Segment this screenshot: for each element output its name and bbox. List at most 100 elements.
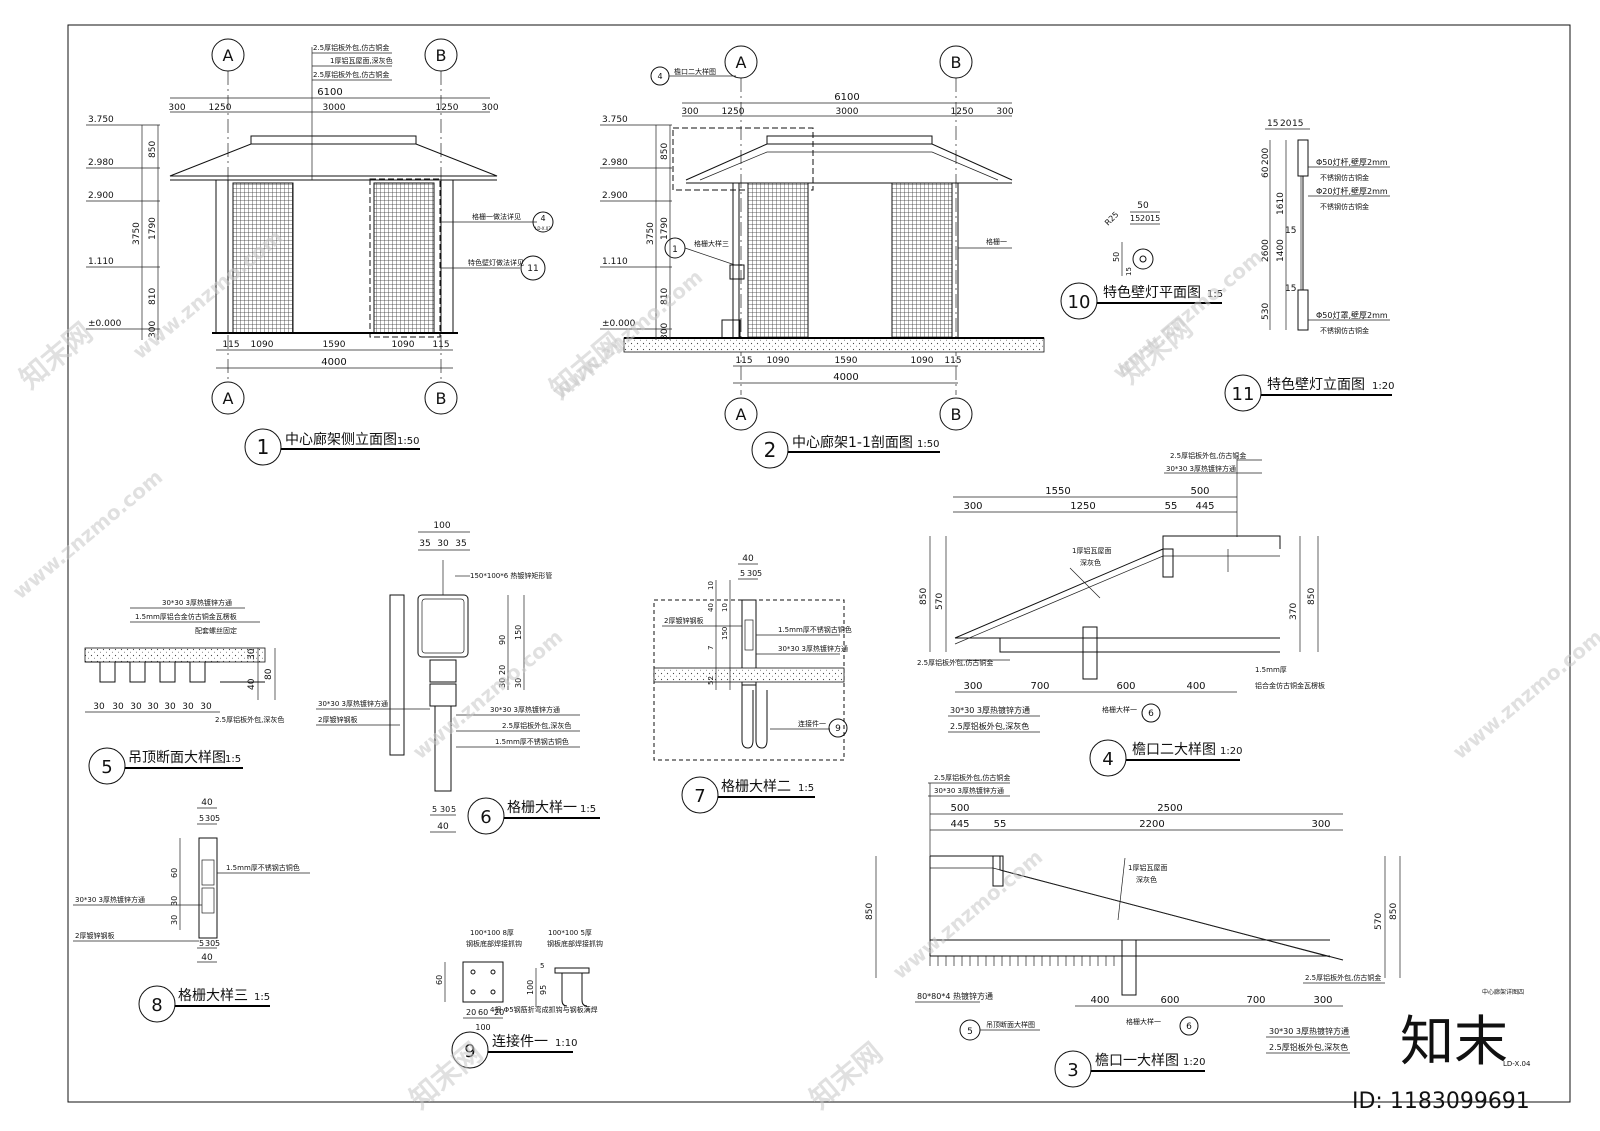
svg-text:2.5厚铝板外包,仿古铜金: 2.5厚铝板外包,仿古铜金	[917, 658, 993, 667]
svg-text:850: 850	[865, 903, 875, 920]
svg-text:115: 115	[944, 356, 961, 366]
ceiling-ribs	[929, 956, 1115, 966]
svg-text:850: 850	[919, 588, 929, 605]
svg-text:2500: 2500	[1157, 803, 1182, 814]
svg-text:Φ50灯罩,壁厚2mm: Φ50灯罩,壁厚2mm	[1316, 310, 1388, 320]
svg-text:1:5: 1:5	[225, 754, 241, 765]
svg-text:www.znzmo.com: www.znzmo.com	[8, 465, 167, 604]
svg-text:±0.000: ±0.000	[88, 319, 122, 329]
svg-text:1790: 1790	[660, 217, 670, 240]
svg-text:连接件一: 连接件一	[798, 719, 826, 728]
svg-text:2厚镀锌钢板: 2厚镀锌钢板	[75, 931, 114, 940]
svg-text:5: 5	[199, 939, 204, 948]
svg-text:11: 11	[527, 264, 538, 274]
svg-text:40: 40	[201, 798, 213, 808]
drawing-4-title: 檐口二大样图	[1132, 742, 1216, 758]
svg-text:300: 300	[1311, 819, 1330, 830]
svg-text:850: 850	[660, 143, 670, 160]
svg-text:知末网: 知末网	[13, 316, 99, 395]
svg-text:700: 700	[1030, 681, 1049, 692]
svg-text:55: 55	[994, 819, 1007, 830]
svg-text:30: 30	[130, 702, 142, 712]
svg-text:5: 5	[215, 814, 220, 823]
svg-text:A: A	[736, 53, 747, 72]
svg-text:1550: 1550	[1045, 486, 1070, 497]
svg-text:115: 115	[432, 340, 449, 350]
axis-b-bubble-bottom	[424, 381, 458, 415]
svg-text:400: 400	[1090, 995, 1109, 1006]
svg-text:1590: 1590	[323, 340, 346, 350]
svg-text:2.5厚铝板外包,仿古铜金: 2.5厚铝板外包,仿古铜金	[934, 773, 1010, 782]
svg-text:B: B	[436, 389, 447, 408]
svg-text:2.5厚铝板外包,深灰色: 2.5厚铝板外包,深灰色	[1269, 1042, 1348, 1052]
svg-text:30: 30	[170, 915, 179, 925]
svg-text:配套螺丝固定: 配套螺丝固定	[195, 626, 237, 635]
svg-text:30*30 3厚热镀锌方通: 30*30 3厚热镀锌方通	[1166, 464, 1236, 473]
svg-text:2: 2	[764, 438, 777, 462]
svg-text:1.110: 1.110	[602, 257, 628, 267]
svg-text:95: 95	[539, 985, 548, 995]
svg-text:60: 60	[478, 1008, 488, 1017]
svg-text:4根 Φ5钢筋折弯成抓钩与钢板满焊: 4根 Φ5钢筋折弯成抓钩与钢板满焊	[490, 1005, 598, 1014]
svg-text:600: 600	[1160, 995, 1179, 1006]
svg-text:600: 600	[1116, 681, 1135, 692]
svg-text:1090: 1090	[251, 340, 274, 350]
svg-text:1610: 1610	[1276, 192, 1286, 215]
svg-text:30: 30	[170, 896, 179, 906]
svg-text:1250: 1250	[209, 103, 232, 113]
svg-text:1250: 1250	[951, 107, 974, 117]
svg-text:1400: 1400	[1276, 239, 1286, 262]
svg-text:www.znzmo.com: www.znzmo.com	[888, 845, 1047, 984]
svg-text:100*100 8厚: 100*100 8厚	[470, 929, 514, 937]
svg-text:4: 4	[1102, 749, 1113, 770]
svg-text:30: 30	[93, 702, 105, 712]
svg-text:4000: 4000	[321, 357, 346, 368]
svg-text:深灰色: 深灰色	[1080, 558, 1101, 567]
eave-detail-3: 2.5厚铝板外包,仿古铜金 30*30 3厚热镀锌方通 500 2500 445…	[865, 773, 1401, 1088]
sheet-number: LD-X.04	[1503, 1060, 1531, 1068]
svg-text:2厚镀锌钢板: 2厚镀锌钢板	[318, 715, 357, 724]
svg-text:150: 150	[514, 625, 523, 640]
drawing-3-title: 檐口一大样图	[1095, 1053, 1179, 1069]
svg-text:30: 30	[747, 569, 757, 578]
svg-text:15: 15	[1292, 119, 1303, 129]
svg-text:特色壁灯做法详见: 特色壁灯做法详见	[468, 258, 524, 267]
svg-text:1.5mm厚铝合金仿古铜金瓦楞板: 1.5mm厚铝合金仿古铜金瓦楞板	[135, 612, 237, 621]
svg-text:4000: 4000	[833, 372, 858, 383]
svg-text:格栅一做法详见: 格栅一做法详见	[472, 212, 521, 221]
svg-text:30*30 3厚热镀锌方通: 30*30 3厚热镀锌方通	[1269, 1026, 1349, 1036]
svg-text:4: 4	[657, 72, 662, 81]
svg-text:2.5厚铝板外包,仿古铜金: 2.5厚铝板外包,仿古铜金	[313, 70, 389, 79]
svg-text:9: 9	[835, 724, 841, 734]
svg-text:5: 5	[757, 569, 762, 578]
svg-text:2200: 2200	[1139, 819, 1164, 830]
svg-text:115: 115	[222, 340, 239, 350]
svg-text:50: 50	[1112, 252, 1121, 262]
svg-text:B: B	[951, 53, 962, 72]
svg-text:1590: 1590	[835, 356, 858, 366]
svg-text:2.5厚铝板外包,深灰色: 2.5厚铝板外包,深灰色	[215, 715, 284, 724]
svg-text:7: 7	[694, 786, 705, 807]
svg-text:3.750: 3.750	[88, 115, 114, 125]
svg-text:700: 700	[1246, 995, 1265, 1006]
svg-text:1:5: 1:5	[1207, 289, 1223, 300]
svg-text:445: 445	[1195, 501, 1214, 512]
svg-text:1:20: 1:20	[1372, 381, 1394, 392]
svg-text:1790: 1790	[148, 217, 158, 240]
watermark-id: ID: 1183099691	[1352, 1089, 1530, 1114]
svg-text:6: 6	[480, 807, 491, 828]
svg-text:5: 5	[967, 1027, 973, 1037]
svg-text:±0.000: ±0.000	[602, 319, 636, 329]
svg-text:钢板底部焊接抓钩: 钢板底部焊接抓钩	[466, 939, 522, 948]
drawing-2-title: 中心廊架1-1剖面图	[792, 434, 913, 451]
svg-text:2.5厚铝板外包,深灰色: 2.5厚铝板外包,深灰色	[950, 721, 1029, 731]
svg-text:100: 100	[526, 980, 535, 995]
svg-text:30: 30	[182, 702, 194, 712]
svg-text:500: 500	[1190, 486, 1209, 497]
svg-text:15: 15	[1285, 284, 1296, 294]
drawing-1-number	[244, 428, 282, 466]
svg-text:40: 40	[707, 603, 715, 612]
svg-text:A: A	[223, 389, 234, 408]
svg-text:30*30 3厚热镀锌方通: 30*30 3厚热镀锌方通	[162, 598, 232, 607]
svg-text:R25: R25	[1103, 210, 1121, 228]
